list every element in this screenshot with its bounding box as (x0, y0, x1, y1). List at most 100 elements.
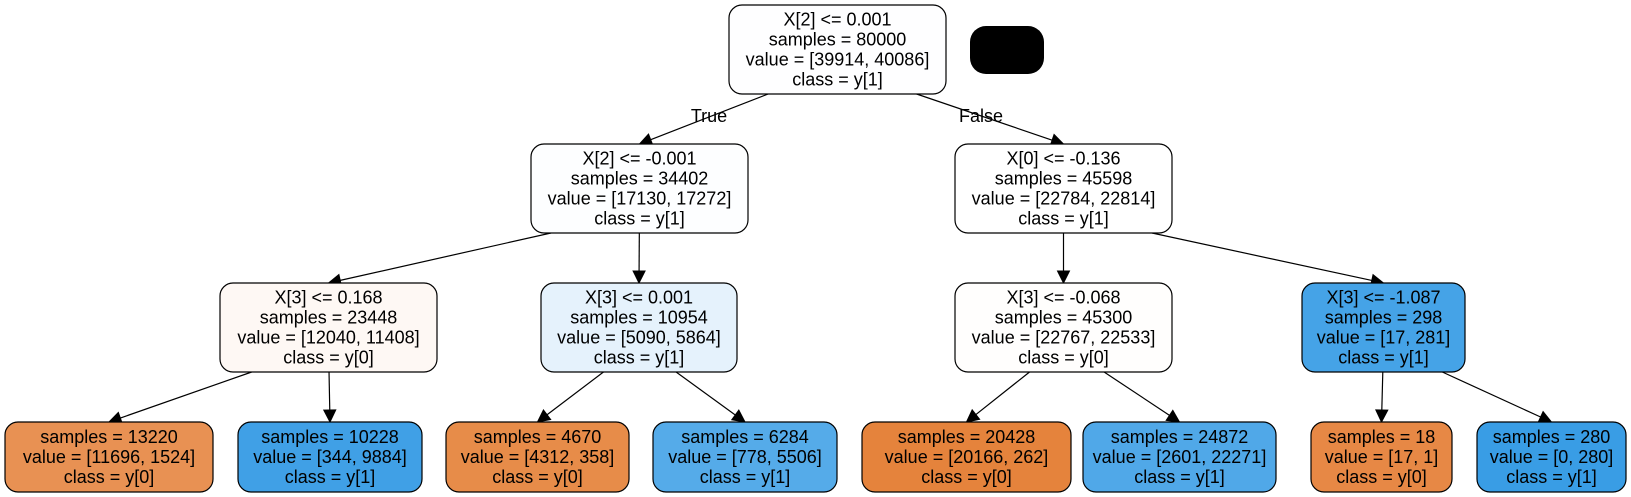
tree-edges: True False (107, 93, 1553, 425)
edge-line (650, 93, 769, 141)
tree-edge-n3-n7 (107, 371, 252, 425)
node-line: value = [20166, 262] (885, 447, 1049, 467)
arrowhead-icon (965, 408, 981, 423)
edge-line (328, 371, 331, 411)
node-line: X[3] <= -1.087 (1326, 288, 1440, 308)
node-line: class = y[0] (64, 467, 155, 487)
tree-edge-n1-n3 (327, 232, 552, 287)
node-line: samples = 45300 (995, 308, 1133, 328)
node-box (954, 282, 1173, 373)
node-box (1301, 282, 1466, 373)
arrowhead-icon (730, 409, 746, 423)
node-line: samples = 280 (1493, 427, 1611, 447)
tree-edge-n6-n13 (1375, 371, 1389, 424)
node-line: class = y[1] (594, 209, 685, 229)
arrowhead-icon (536, 409, 552, 423)
node-line: value = [778, 5506] (668, 447, 822, 467)
node-line: class = y[1] (1338, 348, 1429, 368)
node-box (445, 421, 630, 493)
arrowhead-icon (1537, 410, 1553, 423)
tree-edge-n0-n2: False (916, 93, 1065, 147)
arrowhead-icon (1375, 409, 1389, 424)
edge-line (1103, 371, 1170, 416)
node-line: value = [2601, 22271] (1093, 447, 1267, 467)
edge-line (975, 371, 1030, 416)
node-box (652, 421, 838, 493)
tree-edge-n2-n6 (1151, 232, 1385, 288)
node-line: X[3] <= 0.001 (585, 288, 693, 308)
node-box (219, 282, 438, 373)
arrowhead-icon (1056, 270, 1071, 285)
node-line: value = [0, 280] (1490, 447, 1614, 467)
node-line: class = y[0] (1018, 348, 1109, 368)
tree-edge-n5-n12 (1103, 371, 1181, 423)
node-line: value = [22767, 22533] (972, 328, 1156, 348)
node-box (237, 421, 423, 493)
edge-line (1381, 371, 1384, 411)
node-line: value = [344, 9884] (253, 447, 407, 467)
node-line: class = y[0] (1336, 467, 1427, 487)
node-line: samples = 24872 (1111, 427, 1249, 447)
edge-line (1442, 371, 1541, 418)
node-line: class = y[1] (1506, 467, 1597, 487)
arrowhead-icon (322, 409, 337, 424)
edge-line (546, 371, 604, 416)
arrowhead-icon (1165, 409, 1181, 423)
node-box (728, 4, 947, 95)
edge-line (340, 232, 552, 281)
node-line: class = y[0] (492, 467, 583, 487)
node-line: class = y[1] (700, 467, 791, 487)
node-line: X[2] <= 0.001 (783, 10, 891, 30)
tree-edge-n2-n5 (1056, 233, 1071, 285)
node-line: samples = 20428 (898, 427, 1036, 447)
node-box (954, 143, 1173, 234)
node-line: class = y[0] (921, 467, 1012, 487)
node-line: class = y[1] (792, 70, 883, 90)
node-line: samples = 6284 (681, 427, 809, 447)
node-line: samples = 4670 (474, 427, 602, 447)
node-line: value = [17, 281] (1317, 328, 1451, 348)
node-line: value = [5090, 5864] (557, 328, 721, 348)
node-line: samples = 298 (1325, 308, 1443, 328)
node-line: X[2] <= -0.001 (582, 149, 696, 169)
tree-edge-n6-n14 (1442, 371, 1553, 423)
node-box (540, 282, 738, 373)
tree-edge-n4-n9 (536, 371, 604, 423)
tree-edge-n4-n10 (675, 371, 746, 423)
node-line: samples = 80000 (769, 30, 907, 50)
node-line: value = [39914, 40086] (746, 50, 930, 70)
node-line: samples = 18 (1328, 427, 1436, 447)
node-line: class = y[1] (1018, 209, 1109, 229)
node-line: X[0] <= -0.136 (1006, 149, 1120, 169)
node-line: value = [11696, 1524] (23, 447, 195, 467)
node-line: class = y[1] (1134, 467, 1225, 487)
node-line: X[3] <= 0.168 (274, 288, 382, 308)
tree-edge-n3-n8 (322, 371, 337, 424)
node-line: X[3] <= -0.068 (1006, 288, 1120, 308)
node-line: samples = 13220 (40, 427, 178, 447)
node-box (1082, 421, 1277, 493)
edge-line (916, 93, 1053, 141)
tree-edge-n0-n1: True (638, 93, 769, 146)
tree-edge-n5-n11 (965, 371, 1030, 423)
edge-line (120, 371, 252, 419)
node-line: class = y[0] (283, 348, 374, 368)
node-box (530, 143, 749, 234)
node-line: samples = 34402 (571, 169, 709, 189)
